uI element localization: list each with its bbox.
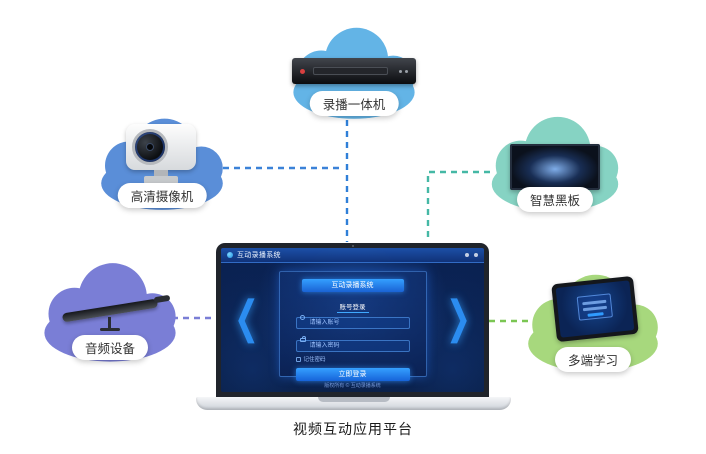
username-field-wrap [295,311,410,329]
recorder-front-slot [313,67,388,75]
camera-base [144,176,178,184]
webcam-dot [351,245,354,247]
arrow-left-icon: ❮ [234,293,260,343]
arrow-right-icon: ❯ [445,293,471,343]
cloud-audio: 音频设备 [28,258,192,364]
screen-footer-text: 版权所有 © 互动录播系统 [324,383,381,389]
app-logo-icon [227,252,233,258]
remember-label: 记住密码 [303,357,326,363]
camera-lens-core [146,143,154,151]
camera-lens [132,129,168,165]
blackboard-screen [510,144,600,190]
recorder-button-dot [399,69,402,73]
username-input[interactable] [295,317,410,329]
login-button[interactable]: 立即登录 [295,368,410,381]
login-panel-title: 互动录播系统 [301,279,404,292]
camera-neck [154,170,168,176]
tablet-device-image [551,275,639,343]
microphone-device-image [56,284,174,338]
laptop-display: 互动录播系统 ❮ ❯ 互动录播系统 账号登录 [221,248,484,392]
navbar-gear-icon[interactable] [474,253,478,257]
tablet-login-panel [576,293,613,321]
laptop-base [196,397,511,410]
tablet-field-line [582,305,608,312]
login-fields [295,311,410,352]
recorder-button-dot [405,69,408,73]
recorder-device-image [292,58,416,84]
laptop: 互动录播系统 ❮ ❯ 互动录播系统 账号登录 [196,243,511,411]
tablet-screen [555,280,635,338]
microphone-foot [100,328,120,331]
login-tabs: 账号登录 [280,296,426,313]
remember-row: 记住密码 [295,355,410,363]
app-brand: 互动录播系统 [237,252,281,259]
tab-account-login[interactable]: 账号登录 [336,301,369,313]
cloud-camera: 高清摄像机 [86,114,238,212]
navbar-bell-icon[interactable] [465,253,469,257]
laptop-screen: 互动录播系统 ❮ ❯ 互动录播系统 账号登录 [216,243,489,397]
remember-checkbox[interactable] [295,356,301,362]
cloud-blackboard: 智慧黑板 [476,110,634,216]
tablet-label: 多端学习 [554,347,632,372]
tablet-field-line [582,299,607,306]
blackboard-label: 智慧黑板 [516,187,594,212]
lock-icon [299,336,306,342]
recorder-logo-dot [300,68,305,74]
camera-device-image [124,124,200,190]
blackboard-glow [512,146,598,188]
user-icon [299,314,305,320]
microphone-stand [108,317,111,329]
diagram-caption: 视频互动应用平台 [293,421,413,437]
microphone-tip [153,294,171,304]
password-field-wrap [295,334,410,352]
password-input[interactable] [295,340,410,352]
app-navbar: 互动录播系统 [221,248,484,263]
laptop-notch [317,397,390,402]
recorder-label: 录播一体机 [309,91,399,116]
tablet-button-line [587,312,604,317]
cloud-tablet: 多端学习 [512,268,674,376]
login-panel: 互动录播系统 账号登录 [278,271,427,381]
audio-label: 音频设备 [71,335,149,360]
cloud-recorder: 录播一体机 [268,24,440,120]
camera-label: 高清摄像机 [117,183,207,208]
